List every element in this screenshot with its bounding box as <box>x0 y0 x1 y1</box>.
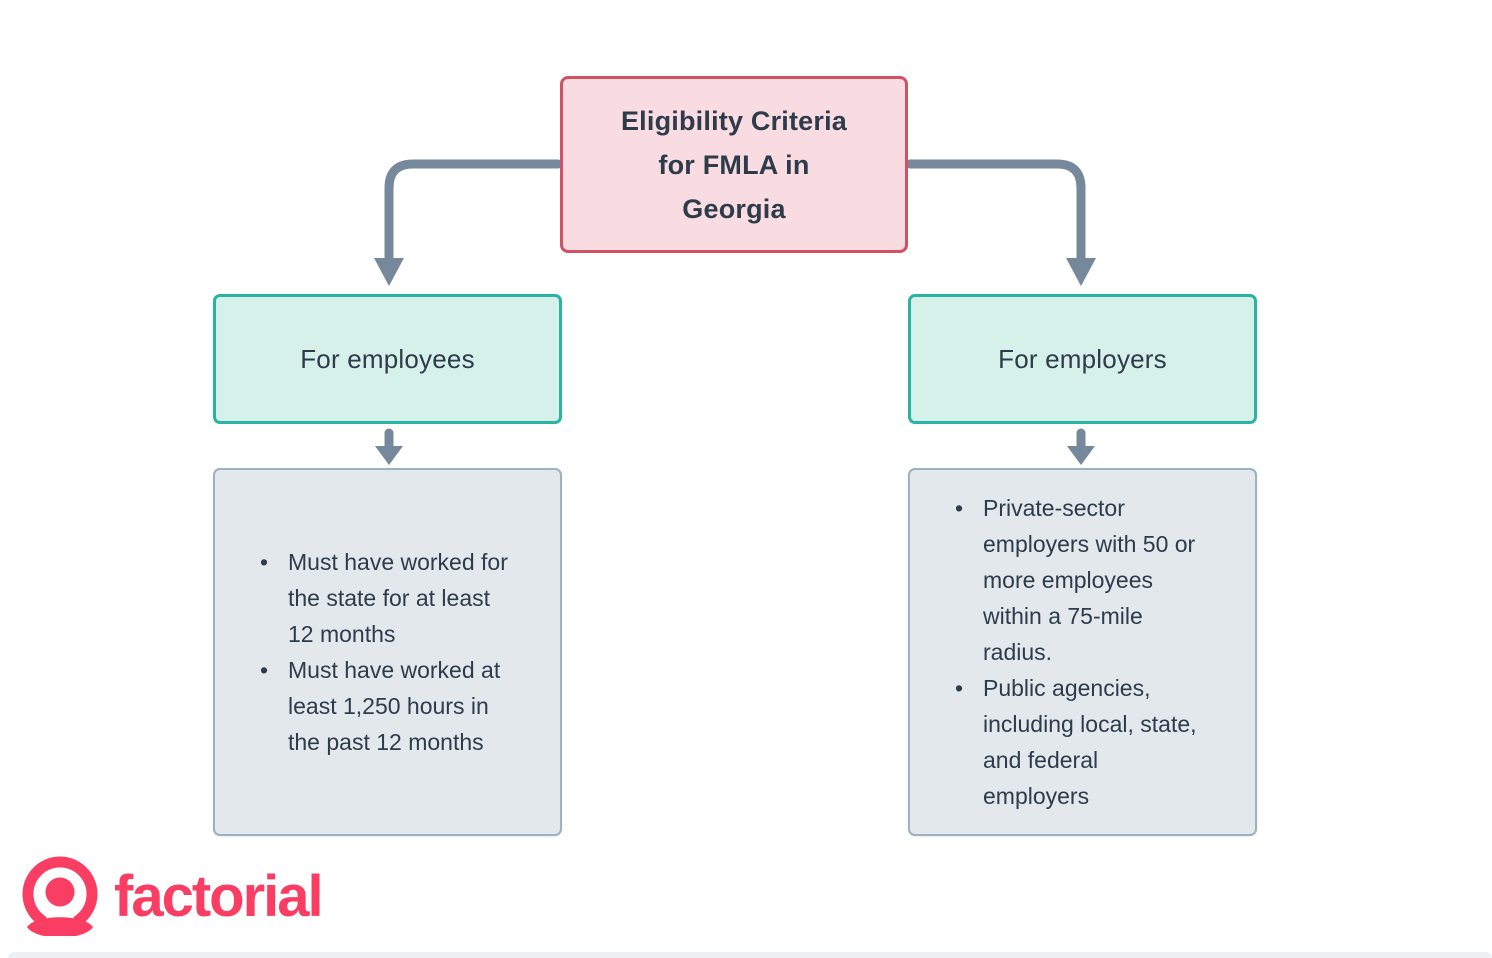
branch-node-employers: For employers <box>908 294 1257 424</box>
root-node-eligibility-criteria: Eligibility Criteria for FMLA in Georgia <box>560 76 908 253</box>
branch-label-employees: For employees <box>300 343 475 374</box>
factorial-person-icon <box>22 856 98 936</box>
branch-node-employees: For employees <box>213 294 562 424</box>
root-title-line-1: Eligibility Criteria <box>620 105 848 136</box>
bullet-text: Must have worked for the state for at le… <box>288 549 508 647</box>
list-item: • Must have worked at least 1,250 hours … <box>260 652 512 760</box>
bullet-icon: • <box>955 495 964 521</box>
arrow-employers-to-criteria <box>1067 428 1095 465</box>
leaf-node-employer-criteria: • Private-sector employers with 50 or mo… <box>908 468 1257 836</box>
bullet-text: Private-sector employers with 50 or more… <box>983 495 1196 665</box>
employee-criteria-list: • Must have worked for the state for at … <box>215 544 512 760</box>
root-title-line-2: for FMLA in <box>658 149 810 180</box>
root-title-line-3: Georgia <box>682 193 786 224</box>
page-bottom-edge <box>8 952 1492 958</box>
arrow-root-to-employees <box>374 159 563 286</box>
bullet-icon: • <box>955 675 964 701</box>
leaf-node-employee-criteria: • Must have worked for the state for at … <box>213 468 562 836</box>
arrow-employees-to-criteria <box>375 428 403 465</box>
branch-label-employers: For employers <box>998 343 1167 374</box>
bullet-icon: • <box>260 657 269 683</box>
factorial-logo: factorial <box>20 856 324 936</box>
bullet-text: Must have worked at least 1,250 hours in… <box>288 657 501 755</box>
bullet-icon: • <box>260 549 269 575</box>
arrow-root-to-employers <box>905 159 1096 286</box>
employer-criteria-list: • Private-sector employers with 50 or mo… <box>910 490 1207 814</box>
brand-wordmark: factorial <box>114 863 324 929</box>
bullet-text: Public agencies, including local, state,… <box>983 675 1197 809</box>
list-item: • Must have worked for the state for at … <box>260 544 512 652</box>
list-item: • Private-sector employers with 50 or mo… <box>955 490 1207 670</box>
list-item: • Public agencies, including local, stat… <box>955 670 1207 814</box>
